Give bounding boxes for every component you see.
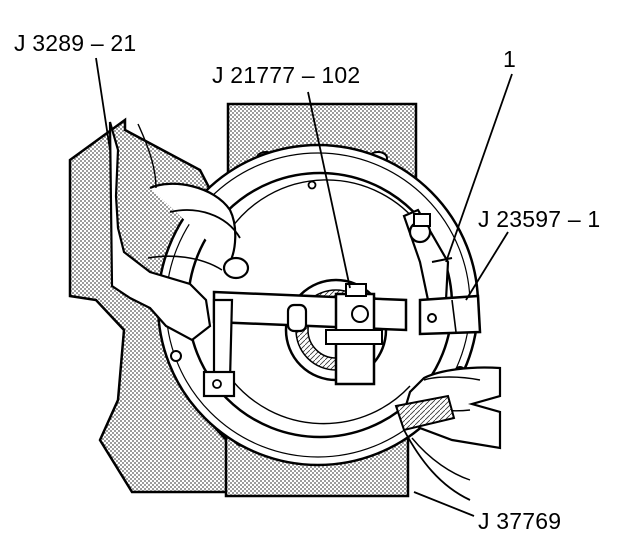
puller-bar bbox=[212, 290, 408, 332]
side-block bbox=[418, 294, 482, 336]
callout-tool-d: J 37769 bbox=[478, 508, 562, 534]
leader-lines bbox=[95, 57, 513, 517]
callout-tool-b: J 21777 – 102 bbox=[212, 62, 361, 88]
callout-tool-c: J 23597 – 1 bbox=[478, 206, 601, 232]
thumb bbox=[222, 256, 250, 280]
left-hand bbox=[108, 121, 212, 342]
callout-part-1: 1 bbox=[503, 46, 516, 72]
callout-tool-a: J 3289 – 21 bbox=[14, 30, 137, 56]
